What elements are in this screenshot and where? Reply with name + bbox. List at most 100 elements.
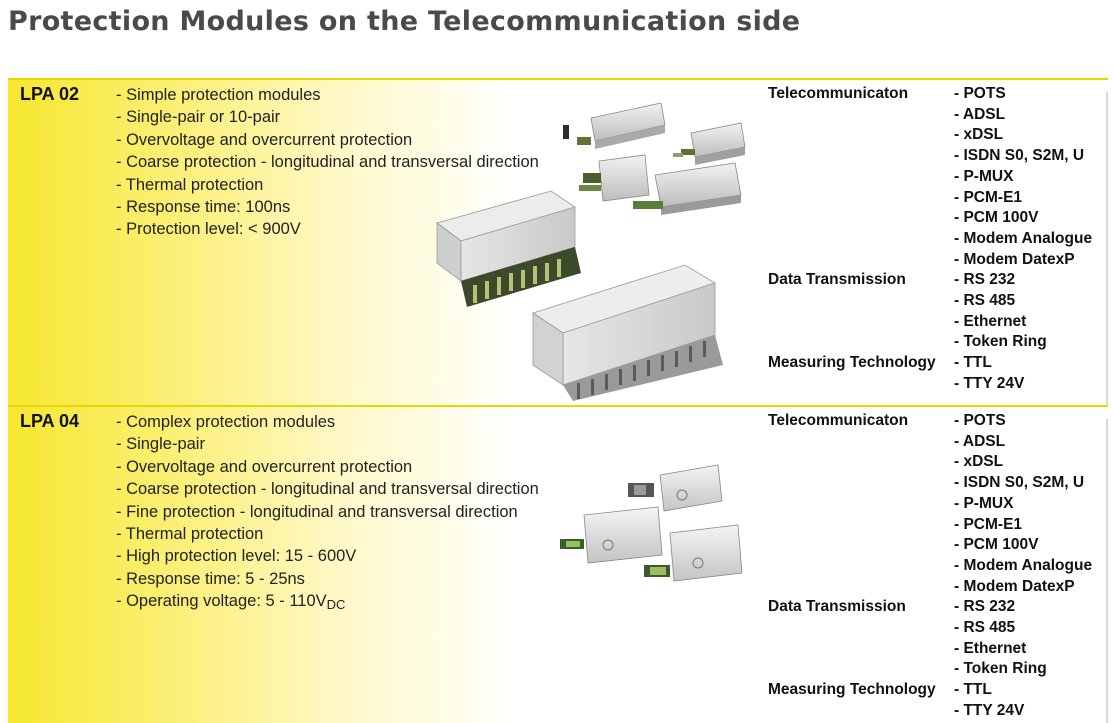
product-code: LPA 02 — [20, 84, 80, 104]
application-item: - xDSL — [954, 453, 1004, 471]
feature-item: - Coarse protection - longitudinal and t… — [116, 480, 539, 499]
application-item: - ISDN S0, S2M, U — [954, 474, 1085, 492]
application-row: - ADSL — [768, 105, 1108, 126]
applications-list: Telecommunicaton- POTS - ADSL - xDSL - I… — [768, 84, 1108, 395]
application-item: - Modem DatexP — [954, 577, 1075, 595]
application-item: - RS 232 — [954, 271, 1016, 289]
application-category — [768, 374, 954, 395]
application-row: - PCM 100V — [768, 208, 1108, 229]
application-category — [768, 639, 954, 660]
application-item: - POTS — [954, 412, 1006, 429]
application-category — [768, 577, 954, 598]
application-category: Data Transmission — [768, 271, 906, 289]
application-item: - P-MUX — [954, 167, 1014, 185]
feature-item: - Response time: 100ns — [116, 198, 291, 217]
module-complex-2 — [560, 506, 663, 564]
application-category — [768, 473, 954, 494]
feature-item: - Overvoltage and overcurrent protection — [116, 457, 413, 476]
module-small-2 — [673, 122, 746, 165]
application-category — [768, 535, 954, 556]
feature-item: - Single-pair — [116, 435, 205, 454]
application-item: - Ethernet — [954, 312, 1027, 330]
application-category — [768, 250, 954, 271]
feature-subscript: DC — [326, 597, 346, 613]
application-item: - RS 485 — [954, 619, 1016, 637]
module-complex-1 — [628, 464, 723, 512]
application-row: - ADSL — [768, 432, 1108, 453]
module-complex-3 — [644, 524, 743, 582]
section-divider — [8, 405, 1108, 407]
application-category — [768, 515, 954, 536]
application-row: - xDSL — [768, 125, 1108, 146]
application-category — [768, 125, 954, 146]
application-category — [768, 494, 954, 515]
feature-item: - Fine protection - longitudinal and tra… — [116, 502, 518, 521]
feature-item: - Complex protection modules — [116, 413, 336, 431]
section-lpa-02: LPA 02 - Simple protection modules - Sin… — [8, 78, 1108, 405]
application-category — [768, 659, 954, 680]
product-photo-lpa-02 — [436, 103, 746, 401]
application-row: - ISDN S0, S2M, U — [768, 146, 1108, 167]
feature-item: - Operating voltage: 5 - 110VDC — [116, 590, 539, 616]
application-row: - PCM 100V — [768, 535, 1108, 556]
feature-item: - Protection level: < 900V — [116, 220, 301, 239]
application-item: - PCM-E1 — [954, 515, 1023, 533]
application-row: Measuring Technology- TTL — [768, 353, 1108, 374]
application-item: - PCM 100V — [954, 209, 1039, 227]
application-item: - xDSL — [954, 126, 1004, 144]
application-category — [768, 229, 954, 250]
application-category — [768, 556, 954, 577]
application-row: - TTY 24V — [768, 701, 1108, 722]
feature-item: - Overvoltage and overcurrent protection — [116, 130, 413, 149]
module-small-4 — [633, 162, 742, 215]
application-category — [768, 188, 954, 209]
application-row: - PCM-E1 — [768, 515, 1108, 536]
application-category — [768, 701, 954, 722]
feature-item: - Thermal protection — [116, 175, 264, 194]
application-item: - PCM 100V — [954, 536, 1039, 554]
application-row: - RS 485 — [768, 618, 1108, 639]
feature-item: - Single-pair or 10-pair — [116, 108, 281, 127]
application-row: - RS 485 — [768, 291, 1108, 312]
application-item: - ISDN S0, S2M, U — [954, 147, 1085, 165]
module-small-1 — [563, 103, 666, 149]
feature-item: - Response time: 5 - 25ns — [116, 569, 305, 588]
application-row: Measuring Technology - TTL — [768, 680, 1108, 701]
application-category — [768, 618, 954, 639]
feature-list: - Simple protection modules - Single-pai… — [116, 84, 539, 241]
applications-list: Telecommunicaton- POTS - ADSL - xDSL - I… — [768, 411, 1108, 722]
application-item: - POTS — [954, 85, 1006, 102]
application-row: - Ethernet — [768, 312, 1108, 333]
application-item: - Token Ring — [954, 333, 1047, 351]
application-item: - Modem Analogue — [954, 556, 1093, 574]
module-10-pair-1 — [436, 190, 581, 307]
page-title: Protection Modules on the Telecommunicat… — [8, 6, 801, 37]
feature-item: - Thermal protection — [116, 525, 264, 544]
application-category — [768, 291, 954, 312]
application-row: - P-MUX — [768, 167, 1108, 188]
application-row: - Modem Analogue — [768, 229, 1108, 250]
product-code: LPA 04 — [20, 411, 80, 431]
application-item: - ADSL — [954, 105, 1006, 123]
application-row: Telecommunicaton- POTS — [768, 84, 1108, 105]
application-category — [768, 432, 954, 453]
application-item: - RS 485 — [954, 292, 1016, 310]
application-category: Measuring Technology — [768, 681, 936, 699]
application-category: Measuring Technology — [768, 354, 936, 372]
feature-item: - Simple protection modules — [116, 86, 321, 104]
application-item: - Ethernet — [954, 639, 1027, 657]
application-category — [768, 146, 954, 167]
module-small-3 — [579, 154, 650, 202]
application-item: - TTL — [954, 681, 992, 699]
application-item: - PCM-E1 — [954, 188, 1023, 206]
application-row: Data Transmission - RS 232 — [768, 270, 1108, 291]
application-row: - P-MUX — [768, 494, 1108, 515]
application-row: Telecommunicaton- POTS — [768, 411, 1108, 432]
application-row: - Ethernet — [768, 639, 1108, 660]
module-10-pair-2 — [532, 264, 723, 401]
application-row: - Token Ring — [768, 659, 1108, 680]
application-category — [768, 208, 954, 229]
section-band — [8, 405, 1108, 723]
product-photo-lpa-04 — [560, 464, 743, 582]
application-row: - Token Ring — [768, 332, 1108, 353]
